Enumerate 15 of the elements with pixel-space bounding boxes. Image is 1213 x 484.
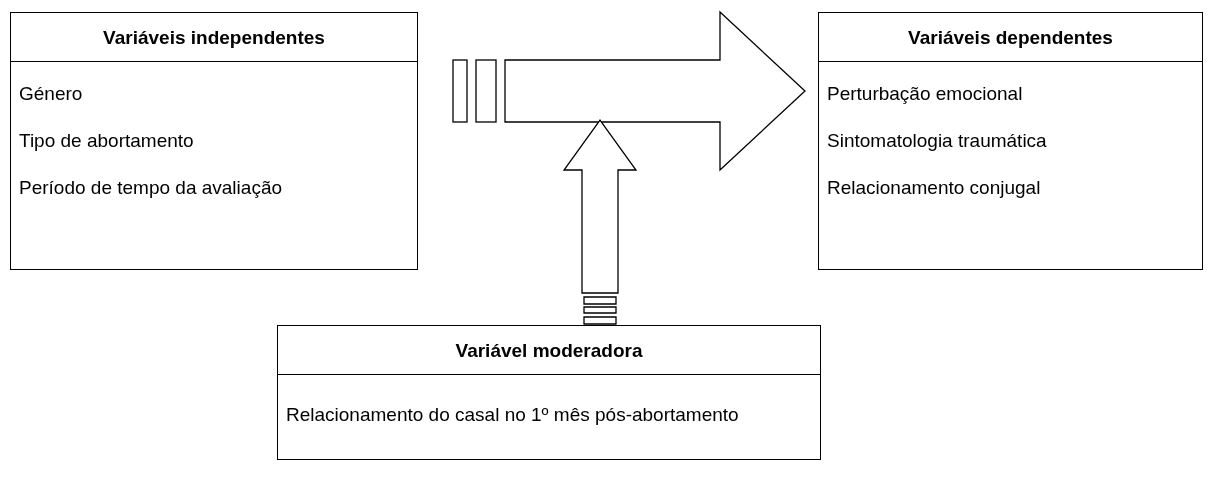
block-arrow [452,10,806,172]
variable-name: Tipo de abortamento [18,130,195,152]
variable-name: Sintomatologia traumática [826,130,1048,152]
variable-name: Relacionamento do casal no 1º mês pós-abortamento [285,404,740,426]
variable-box [277,325,821,460]
box-heading: Variáveis independentes [11,13,417,62]
box-heading: Variáveis dependentes [819,13,1202,62]
block-arrow [562,118,638,325]
variable-name: Género [18,83,84,105]
variable-box [818,12,1203,270]
variable-box [10,12,418,270]
variable-name: Período de tempo da avaliação [18,177,283,199]
variable-name: Relacionamento conjugal [826,177,1042,199]
variable-name: Perturbação emocional [826,83,1024,105]
box-heading: Variável moderadora [278,326,820,375]
